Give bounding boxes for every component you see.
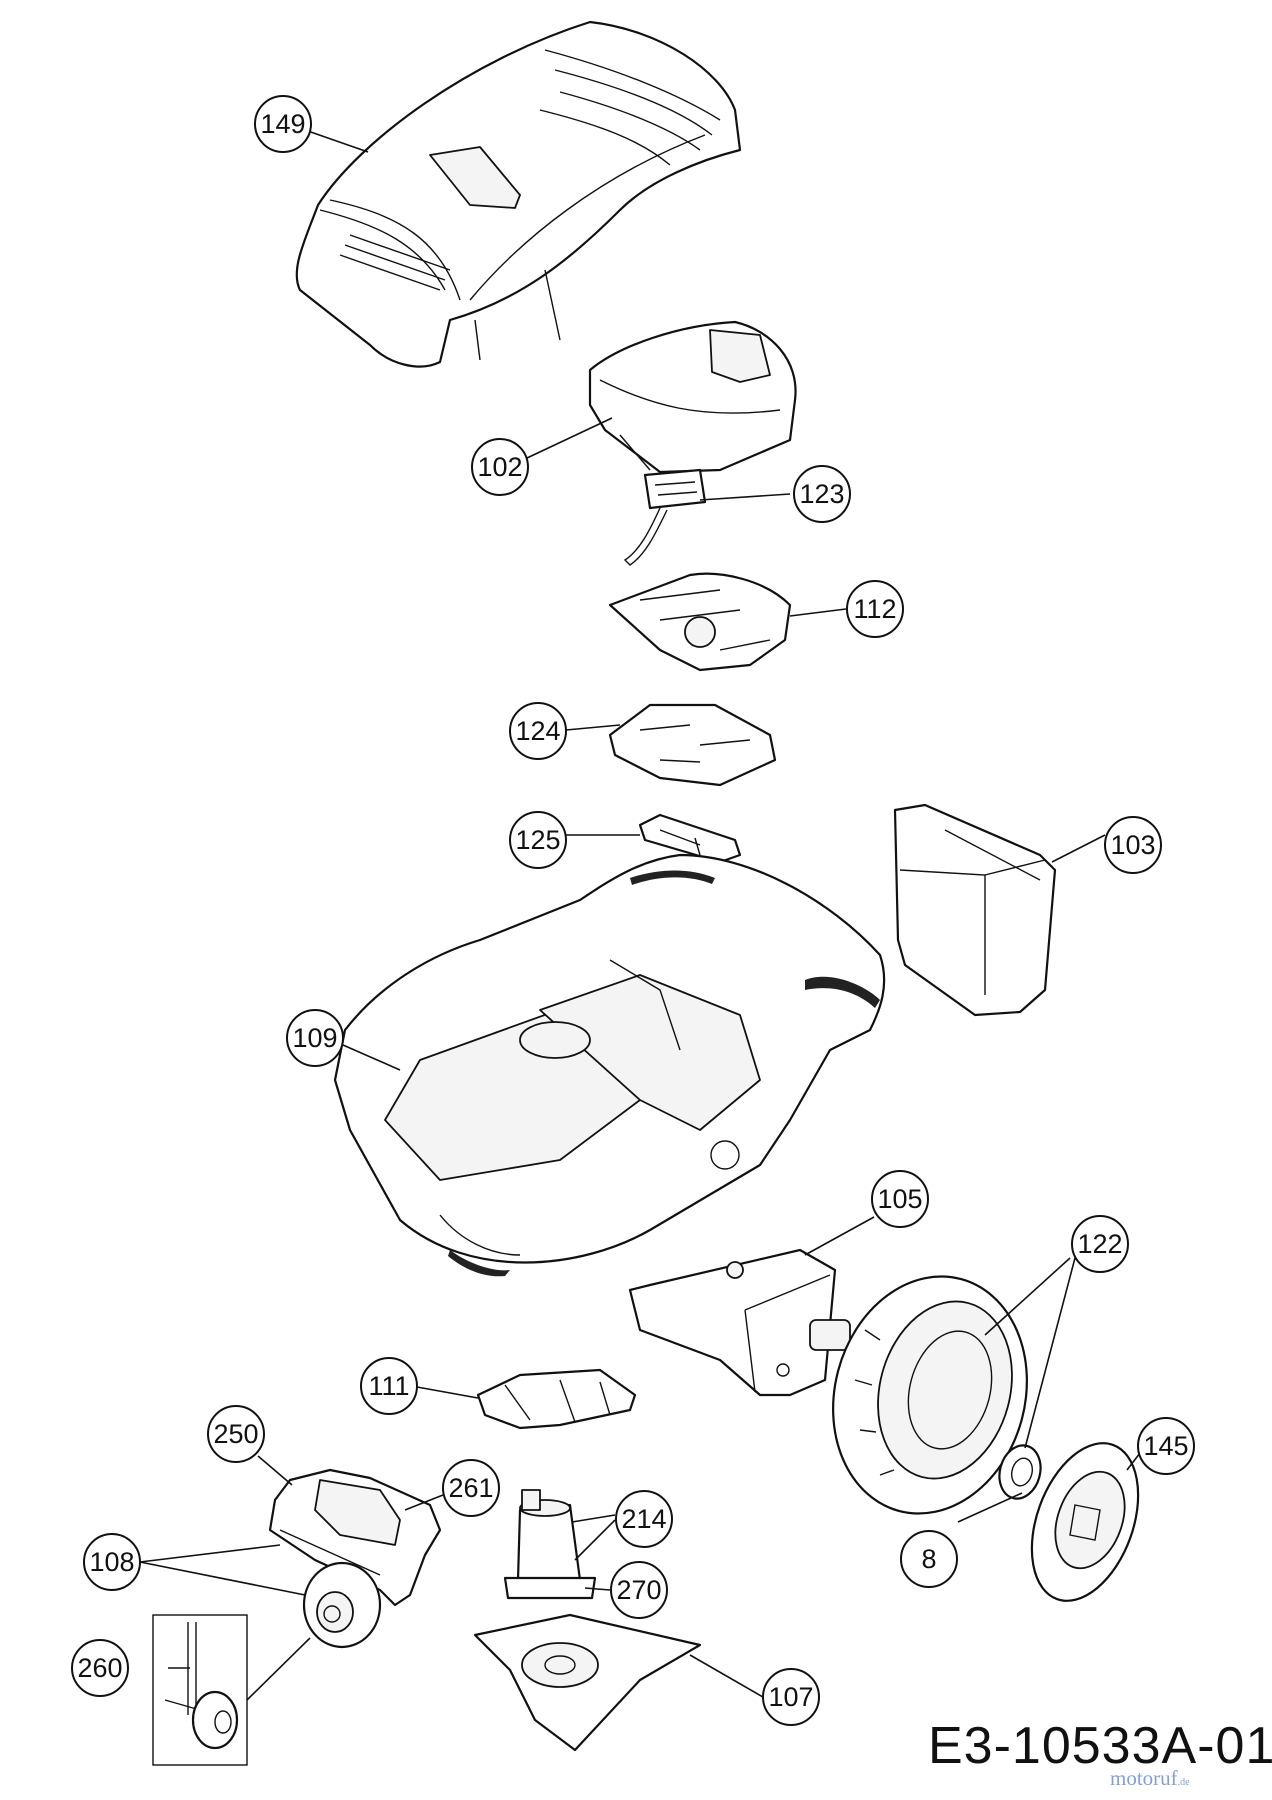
part-149-top-cover — [295, 20, 742, 368]
callout-105: 105 — [871, 1170, 929, 1228]
part-260-wheel-detail — [152, 1614, 248, 1766]
callout-145-label: 145 — [1143, 1431, 1188, 1461]
callout-102-label: 102 — [477, 452, 522, 482]
part-125-clip — [638, 813, 742, 864]
callout-107-label: 107 — [768, 1682, 813, 1712]
callout-149: 149 — [254, 95, 312, 153]
callout-145: 145 — [1137, 1417, 1195, 1475]
callout-123: 123 — [793, 465, 851, 523]
callout-111: 111 — [360, 1357, 418, 1415]
callout-8: 8 — [900, 1530, 958, 1588]
callout-250-label: 250 — [213, 1419, 258, 1449]
callout-124: 124 — [509, 702, 567, 760]
part-111-bracket — [476, 1368, 637, 1430]
callout-111-label: 111 — [368, 1371, 409, 1401]
callout-108: 108 — [83, 1533, 141, 1591]
callout-261: 261 — [442, 1459, 500, 1517]
callout-125-label: 125 — [515, 825, 560, 855]
callout-105-label: 105 — [877, 1184, 922, 1214]
callout-260-label: 260 — [77, 1653, 122, 1683]
part-102-display-housing — [588, 320, 797, 474]
drawing-code: E3-10533A-01 — [928, 1717, 1272, 1775]
callout-122-label: 122 — [1077, 1229, 1122, 1259]
callout-109: 109 — [286, 1009, 344, 1067]
callout-109-label: 109 — [292, 1023, 337, 1053]
callout-261-label: 261 — [448, 1473, 493, 1503]
leader-lines — [139, 129, 1141, 1701]
callout-214: 214 — [615, 1490, 673, 1548]
callout-149-label: 149 — [260, 109, 305, 139]
part-103-battery-box — [893, 803, 1057, 1017]
part-107-cutting-blade — [473, 1613, 702, 1752]
part-124-bracket — [608, 703, 777, 787]
part-122-drive-wheel — [832, 1275, 1028, 1515]
callout-270-label: 270 — [616, 1575, 661, 1605]
watermark-name: motoruf — [1110, 1766, 1178, 1790]
callout-112-label: 112 — [853, 594, 896, 624]
callout-8-label: 8 — [921, 1544, 936, 1574]
callout-250: 250 — [207, 1405, 265, 1463]
part-8-hub-nut — [998, 1444, 1042, 1500]
callout-122: 122 — [1071, 1215, 1129, 1273]
part-250-front-bracket — [268, 1468, 442, 1607]
callout-124-label: 124 — [515, 716, 560, 746]
part-109-chassis — [333, 853, 886, 1277]
callout-103: 103 — [1104, 816, 1162, 874]
part-123-sticker — [623, 468, 707, 566]
callout-112: 112 — [846, 580, 904, 638]
part-214-cutting-motor — [503, 1489, 597, 1600]
callout-123-label: 123 — [799, 479, 844, 509]
part-145-hub-cap — [1030, 1442, 1140, 1602]
part-108-front-wheel — [302, 1561, 382, 1649]
callout-125: 125 — [509, 811, 567, 869]
watermark-suffix: .de — [1177, 1777, 1190, 1788]
watermark-logo: motoruf.de — [1110, 1766, 1190, 1791]
callout-102: 102 — [471, 438, 529, 496]
callout-108-label: 108 — [89, 1547, 134, 1577]
part-105-drive-motor — [628, 1248, 851, 1397]
callout-214-label: 214 — [621, 1504, 666, 1534]
callout-103-label: 103 — [1110, 830, 1155, 860]
callout-260: 260 — [71, 1639, 129, 1697]
callout-270: 270 — [610, 1561, 668, 1619]
callout-107: 107 — [762, 1668, 820, 1726]
part-112-circuit-board — [608, 572, 792, 672]
